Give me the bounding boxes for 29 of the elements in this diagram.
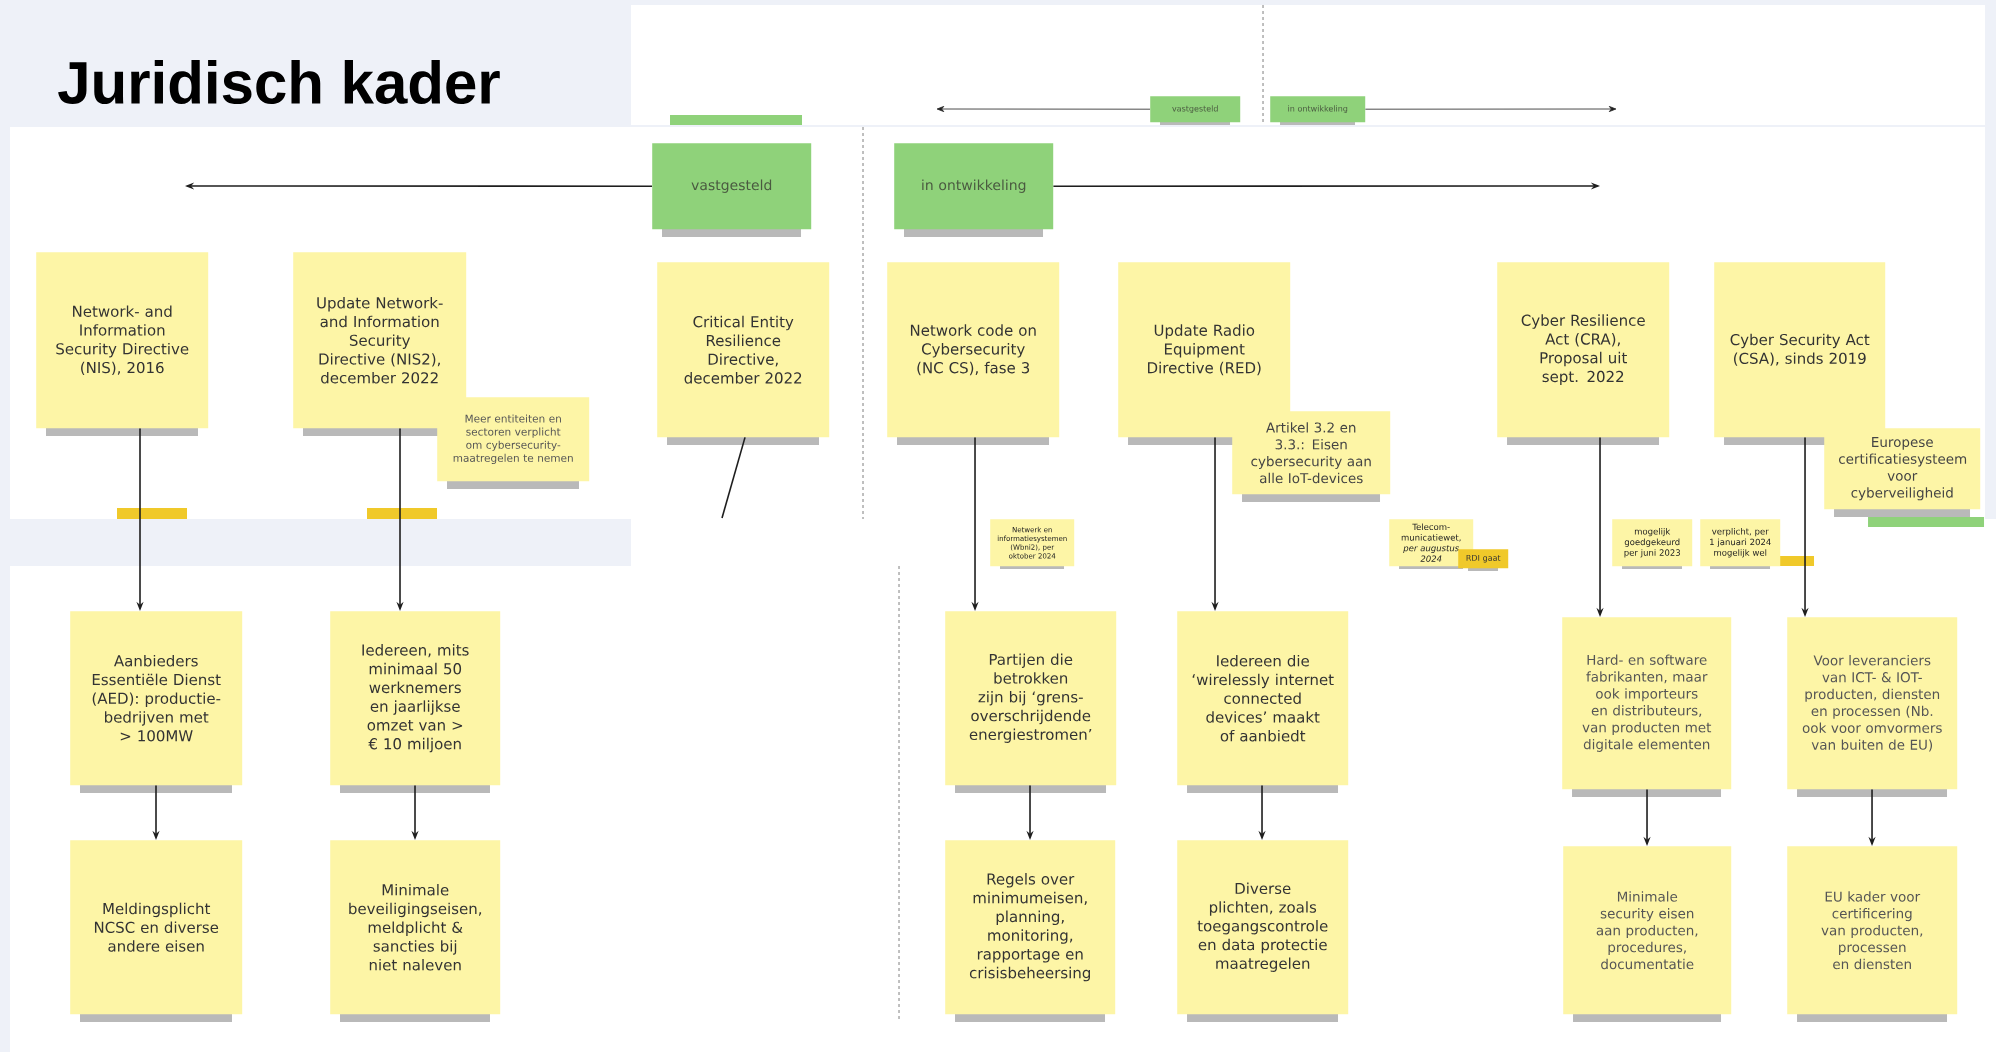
sticky-note: mogelijk goedgekeurd per juni 2023 [1612,519,1693,569]
sticky-note: Aanbieders Essentiële Dienst (AED): productie- bedrijven met > 100MW [70,611,243,793]
sticky-note: Minimale security eisen aan producten, procedures, documentatie [1563,846,1732,1022]
status-label: in ontwikkeling [1270,96,1366,125]
sticky-note: EU kader voor certificering van producten, processen en diensten [1787,846,1958,1022]
sticky-note: Iedereen die ‘wirelessly internet connected devices’ maakt of aanbiedt [1177,611,1349,793]
sticky-note: Meldingsplicht NCSC en diverse andere eisen [70,840,243,1022]
sticky-note: Cyber Resilience Act (CRA), Proposal uit sept. 2022 [1497,262,1670,445]
sticky-note: verplicht, per 1 januari 2024 mogelijk wel [1700,519,1781,569]
arrow [1365,106,1617,112]
sticky-note: Voor leveranciers van ICT- & IOT- producten, diensten en processen (Nb. ook voor omvormers van buiten de EU) [1787,617,1958,797]
sticky-note: Hard- en software fabrikanten, maar ook importeurs en distributeurs, van producten met digitale elementen [1562,617,1732,797]
sticky-note: Regels over minimumeisen, planning, monitoring, rapportage en crisisbeheersing [945,840,1116,1022]
arrow [936,106,1151,112]
sticky-note: Iedereen, mits minimaal 50 werknemers en jaarlijkse omzet van > € 10 miljoen [330,611,501,793]
sticky-note: Meer entiteiten en sectoren verplicht om cybersecurity- maatregelen te nemen [437,397,590,489]
sticky-note: RDI gaat [1458,549,1509,571]
title: Juridisch kader [58,59,500,105]
sticky-note: Network- and Information Security Directive (NIS), 2016 [36,252,209,436]
status-label: vastgesteld [1150,96,1241,125]
sticky-note: Europese certificatiesysteem voor cyberveiligheid [1824,428,1981,517]
sticky-note: Diverse plichten, zoals toegangscontrole en data protectie maatregelen [1177,840,1349,1022]
sticky-note: Critical Entity Resilience Directive, december 2022 [657,262,830,445]
sticky-note: Partijen die betrokken zijn bij ‘grens- overschrijdende energiestromen’ [945,611,1117,793]
status-label: vastgesteld [652,143,812,237]
status-label: in ontwikkeling [894,143,1054,237]
sticky-note: Artikel 3.2 en 3.3.: Eisen cybersecurity aan alle IoT-devices [1232,411,1391,502]
sticky-note: Network code on Cybersecurity (NC CS), fase 3 [887,262,1060,445]
sticky-note: Minimale beveiligingseisen, meldplicht & sancties bij niet naleven [330,840,501,1022]
